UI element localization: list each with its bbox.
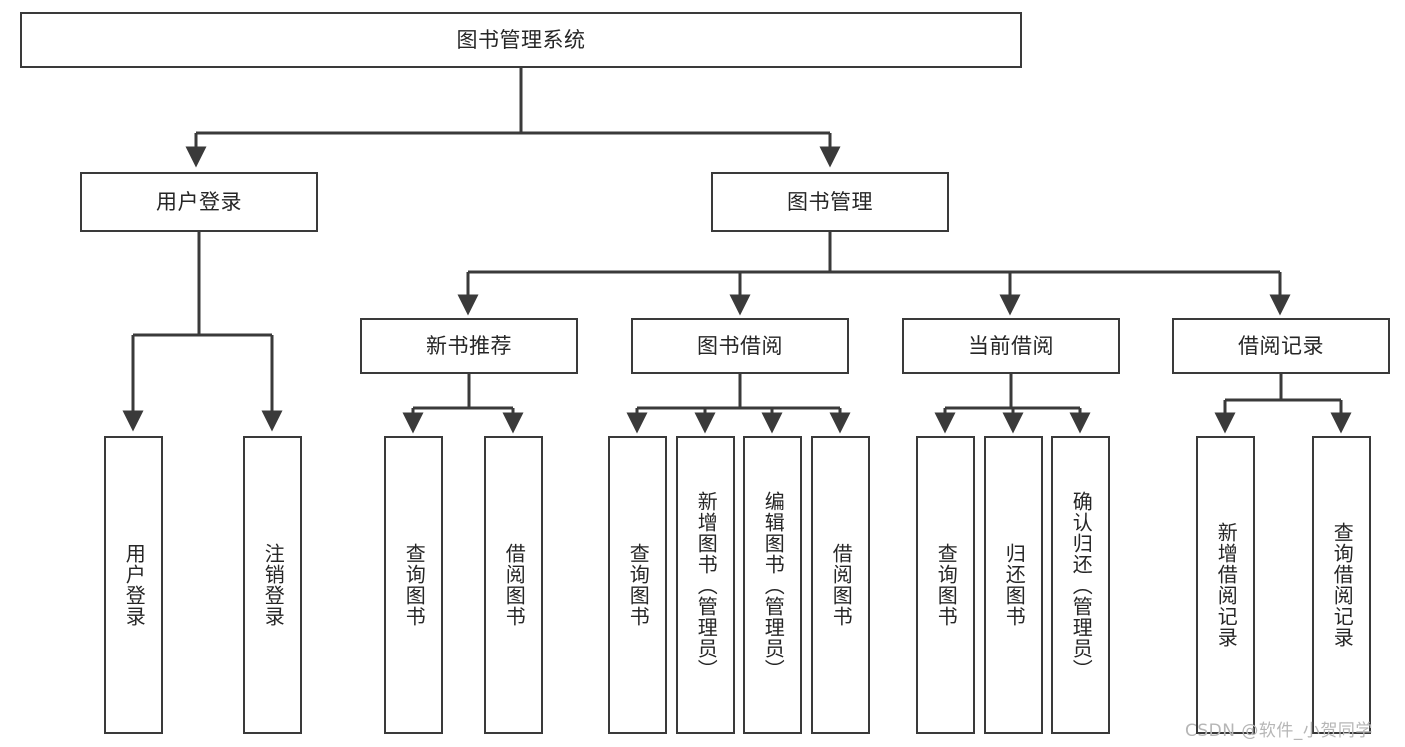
- node-leaf-return-book[interactable]: 归还图书: [984, 436, 1043, 734]
- node-leaf-borrow-book-b[interactable]: 借阅图书: [811, 436, 870, 734]
- node-label: 确认归还（管理员）: [1069, 490, 1094, 680]
- node-label: 当前借阅: [968, 333, 1054, 358]
- node-leaf-logout[interactable]: 注销登录: [243, 436, 302, 734]
- node-label: 借阅图书: [829, 543, 854, 627]
- node-label: 图书借阅: [697, 333, 783, 358]
- csdn-watermark: CSDN @软件_小贺同学: [1185, 721, 1373, 741]
- node-book-manage[interactable]: 图书管理: [711, 172, 949, 232]
- node-label: 查询借阅记录: [1330, 522, 1355, 648]
- node-leaf-confirm-return[interactable]: 确认归还（管理员）: [1051, 436, 1110, 734]
- node-leaf-add-book[interactable]: 新增图书（管理员）: [676, 436, 735, 734]
- node-label: 查询图书: [626, 543, 651, 627]
- node-leaf-borrow-book-a[interactable]: 借阅图书: [484, 436, 543, 734]
- node-label: 用户登录: [156, 189, 242, 214]
- node-leaf-add-record[interactable]: 新增借阅记录: [1196, 436, 1255, 734]
- node-current-borrow[interactable]: 当前借阅: [902, 318, 1120, 374]
- node-label: 用户登录: [122, 543, 147, 627]
- node-label: 编辑图书（管理员）: [761, 490, 786, 680]
- node-label: 借阅图书: [502, 543, 527, 627]
- node-borrow-record[interactable]: 借阅记录: [1172, 318, 1390, 374]
- node-label: 新增借阅记录: [1214, 522, 1239, 648]
- node-label: 新增图书（管理员）: [694, 490, 719, 680]
- node-leaf-edit-book[interactable]: 编辑图书（管理员）: [743, 436, 802, 734]
- node-leaf-query-book-a[interactable]: 查询图书: [384, 436, 443, 734]
- node-user-login[interactable]: 用户登录: [80, 172, 318, 232]
- node-label: 新书推荐: [426, 333, 512, 358]
- node-leaf-query-book-b[interactable]: 查询图书: [608, 436, 667, 734]
- node-label: 图书管理系统: [456, 27, 586, 52]
- node-label: 图书管理: [787, 189, 873, 214]
- node-root-system[interactable]: 图书管理系统: [20, 12, 1022, 68]
- node-label: 借阅记录: [1238, 333, 1324, 358]
- node-label: 注销登录: [261, 543, 286, 627]
- node-leaf-query-record[interactable]: 查询借阅记录: [1312, 436, 1371, 734]
- node-book-borrow[interactable]: 图书借阅: [631, 318, 849, 374]
- node-leaf-user-login[interactable]: 用户登录: [104, 436, 163, 734]
- node-new-book-recommend[interactable]: 新书推荐: [360, 318, 578, 374]
- node-label: 查询图书: [402, 543, 427, 627]
- node-leaf-query-book-c[interactable]: 查询图书: [916, 436, 975, 734]
- node-label: 查询图书: [934, 543, 959, 627]
- node-label: 归还图书: [1002, 543, 1027, 627]
